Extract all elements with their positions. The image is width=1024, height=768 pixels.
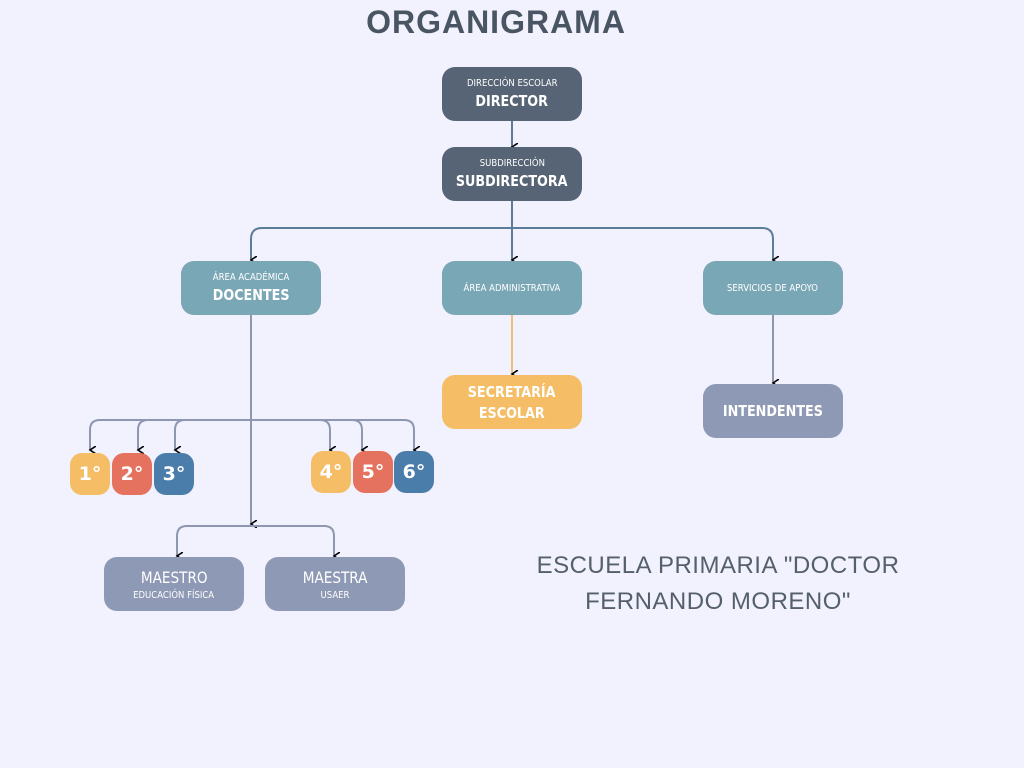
- node-maestra-usaer-sub: USAER: [320, 589, 350, 601]
- grade-2[interactable]: 2°: [112, 453, 152, 495]
- node-maestro-educacion-fisica[interactable]: MAESTRO EDUCACIÓN FÍSICA: [104, 557, 244, 611]
- school-name-line2: FERNANDO MORENO": [585, 588, 851, 615]
- node-subdirector-sub: SUBDIRECCIÓN: [479, 158, 545, 169]
- grade-1[interactable]: 1°: [70, 453, 110, 495]
- node-area-academica[interactable]: ÁREA ACADÉMICA DOCENTES: [181, 261, 321, 315]
- node-director[interactable]: DIRECCIÓN ESCOLAR DIRECTOR: [442, 67, 582, 121]
- node-maestro-ef-sub: EDUCACIÓN FÍSICA: [133, 589, 215, 601]
- node-director-main: DIRECTOR: [475, 92, 549, 110]
- connector-branch-academica: [251, 227, 512, 260]
- node-administrativa-sub: ÁREA ADMINISTRATIVA: [463, 282, 561, 294]
- node-apoyo-sub: SERVICIOS DE APOYO: [727, 282, 819, 294]
- grade-3[interactable]: 3°: [154, 453, 194, 495]
- node-secretaria-line1: SECRETARÍA: [468, 382, 556, 401]
- grade-5[interactable]: 5°: [353, 451, 393, 493]
- page-title: ORGANIGRAMA: [366, 4, 626, 40]
- node-intendentes-main: INTENDENTES: [722, 402, 824, 420]
- node-academica-main: DOCENTES: [212, 286, 290, 304]
- node-subdirector[interactable]: SUBDIRECCIÓN SUBDIRECTORA: [442, 147, 582, 201]
- school-name-line1: ESCUELA PRIMARIA "DOCTOR: [536, 552, 900, 579]
- grade-6[interactable]: 6°: [394, 451, 434, 493]
- node-subdirector-main: SUBDIRECTORA: [456, 172, 568, 190]
- grade-4[interactable]: 4°: [311, 451, 351, 493]
- school-name: ESCUELA PRIMARIA "DOCTOR FERNANDO MORENO…: [520, 548, 916, 620]
- node-intendentes[interactable]: INTENDENTES: [703, 384, 843, 438]
- node-maestro-ef-main: MAESTRO: [140, 567, 208, 587]
- node-secretaria-line2: ESCOLAR: [479, 403, 545, 422]
- node-secretaria[interactable]: SECRETARÍA ESCOLAR: [442, 375, 582, 429]
- connector-branch-apoyo: [512, 227, 773, 260]
- node-director-sub: DIRECCIÓN ESCOLAR: [466, 78, 558, 89]
- node-maestra-usaer[interactable]: MAESTRA USAER: [265, 557, 405, 611]
- node-maestra-usaer-main: MAESTRA: [302, 567, 368, 587]
- node-academica-sub: ÁREA ACADÉMICA: [212, 272, 290, 283]
- node-area-administrativa[interactable]: ÁREA ADMINISTRATIVA: [442, 261, 582, 315]
- node-servicios-apoyo[interactable]: SERVICIOS DE APOYO: [703, 261, 843, 315]
